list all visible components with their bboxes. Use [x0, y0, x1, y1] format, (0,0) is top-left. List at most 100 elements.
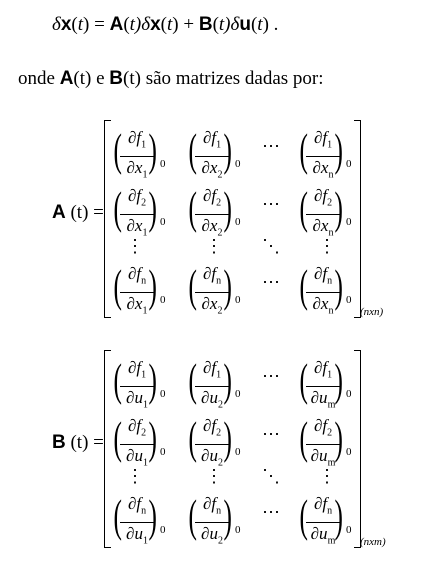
right-paren: ) [148, 260, 157, 311]
time-var: t [77, 14, 84, 35]
matrix-dimension: (nxm) [360, 536, 386, 548]
numerator-index: 2 [327, 197, 333, 209]
fraction: ∂f1∂u2 [195, 358, 229, 416]
numerator: ∂f1 [306, 128, 340, 158]
matrix-b-symbol: B [109, 68, 124, 89]
right-bracket [354, 120, 361, 318]
evaluation-point: 0 [235, 294, 241, 306]
fraction: ∂fn∂x2 [195, 264, 229, 322]
denominator-index: m [327, 399, 336, 411]
denominator: ∂um [310, 388, 336, 411]
numerator-index: 1 [216, 139, 222, 151]
left-paren: ( [299, 490, 308, 541]
numerator: ∂f1 [195, 358, 229, 388]
left-paren: ( [188, 182, 197, 233]
intro-text: e [91, 68, 110, 89]
evaluation-point: 0 [160, 524, 166, 536]
intro-text: (t) [73, 68, 92, 89]
vertical-dots: ⋮ [205, 236, 223, 256]
matrix-a-symbol: A [109, 14, 124, 35]
right-paren: ) [223, 354, 232, 405]
left-paren: ( [113, 182, 122, 233]
delta-symbol: )δ [134, 14, 151, 35]
denominator: ∂x1 [126, 216, 148, 239]
left-paren: ( [188, 124, 197, 175]
denominator: ∂u2 [201, 524, 223, 547]
denominator-index: 1 [142, 305, 148, 317]
fraction: ∂f2∂x2 [195, 186, 229, 244]
numerator-index: n [327, 275, 333, 287]
numerator-index: 1 [327, 139, 333, 151]
left-paren: ( [113, 412, 122, 463]
matrix-a-symbol: A [59, 68, 74, 89]
intro-text: são matrizes dadas por: [140, 68, 324, 89]
input-vector-u: u [239, 14, 251, 35]
right-paren: ) [148, 182, 157, 233]
numerator: ∂fn [306, 494, 340, 524]
left-paren: ( [299, 182, 308, 233]
right-paren: ) [334, 124, 343, 175]
left-paren: ( [188, 354, 197, 405]
numerator: ∂f2 [306, 416, 340, 446]
evaluation-point: 0 [160, 158, 166, 170]
vertical-dots: ⋮ [205, 466, 223, 486]
denominator-index: n [328, 169, 334, 181]
diagonal-dots: ⋱ [262, 466, 280, 486]
horizontal-dots: ⋯ [262, 272, 280, 292]
matrix-label-rest: (t) = [65, 202, 104, 223]
denominator-index: 2 [217, 399, 223, 411]
denominator-index: 2 [217, 457, 223, 469]
numerator-index: n [216, 275, 222, 287]
evaluation-point: 0 [160, 216, 166, 228]
fraction: ∂f1∂xn [306, 128, 340, 186]
right-paren: ) [223, 124, 232, 175]
horizontal-dots: ⋯ [262, 366, 280, 386]
numerator: ∂f1 [120, 358, 154, 388]
numerator-index: 2 [327, 427, 333, 439]
matrix-label: A (t) = [52, 202, 104, 224]
numerator-index: 1 [216, 369, 222, 381]
denominator: ∂x2 [201, 158, 223, 181]
left-bracket [104, 350, 111, 548]
denominator: ∂um [310, 524, 336, 547]
delta-symbol: )δ [224, 14, 240, 35]
left-paren: ( [299, 124, 308, 175]
right-paren: ) [223, 412, 232, 463]
denominator-index: m [327, 457, 336, 469]
paren: ( [160, 14, 167, 35]
evaluation-point: 0 [235, 158, 241, 170]
paren: ( [123, 14, 130, 35]
numerator-index: 1 [327, 369, 333, 381]
left-paren: ( [188, 490, 197, 541]
numerator: ∂fn [195, 264, 229, 294]
diagonal-dots: ⋱ [262, 236, 280, 256]
matrix-dimension: (nxn) [360, 306, 384, 318]
evaluation-point: 0 [235, 446, 241, 458]
fraction: ∂fn∂xn [306, 264, 340, 322]
right-paren: ) [148, 124, 157, 175]
denominator-index: 1 [142, 399, 148, 411]
numerator-index: n [141, 505, 147, 517]
denominator-index: 2 [217, 227, 223, 239]
vertical-dots: ⋮ [318, 236, 336, 256]
denominator: ∂xn [312, 294, 334, 317]
plus: ) + [172, 14, 199, 35]
evaluation-point: 0 [346, 294, 352, 306]
denominator-index: n [328, 305, 334, 317]
intro-text: onde [18, 68, 60, 89]
left-paren: ( [113, 260, 122, 311]
evaluation-point: 0 [160, 294, 166, 306]
matrix-symbol: B [52, 432, 66, 453]
intro-text: (t) [123, 68, 141, 89]
evaluation-point: 0 [235, 216, 241, 228]
state-vector-x: x [150, 14, 161, 35]
delta-symbol: δ [52, 14, 61, 35]
fraction: ∂f2∂u2 [195, 416, 229, 474]
numerator-index: n [216, 505, 222, 517]
